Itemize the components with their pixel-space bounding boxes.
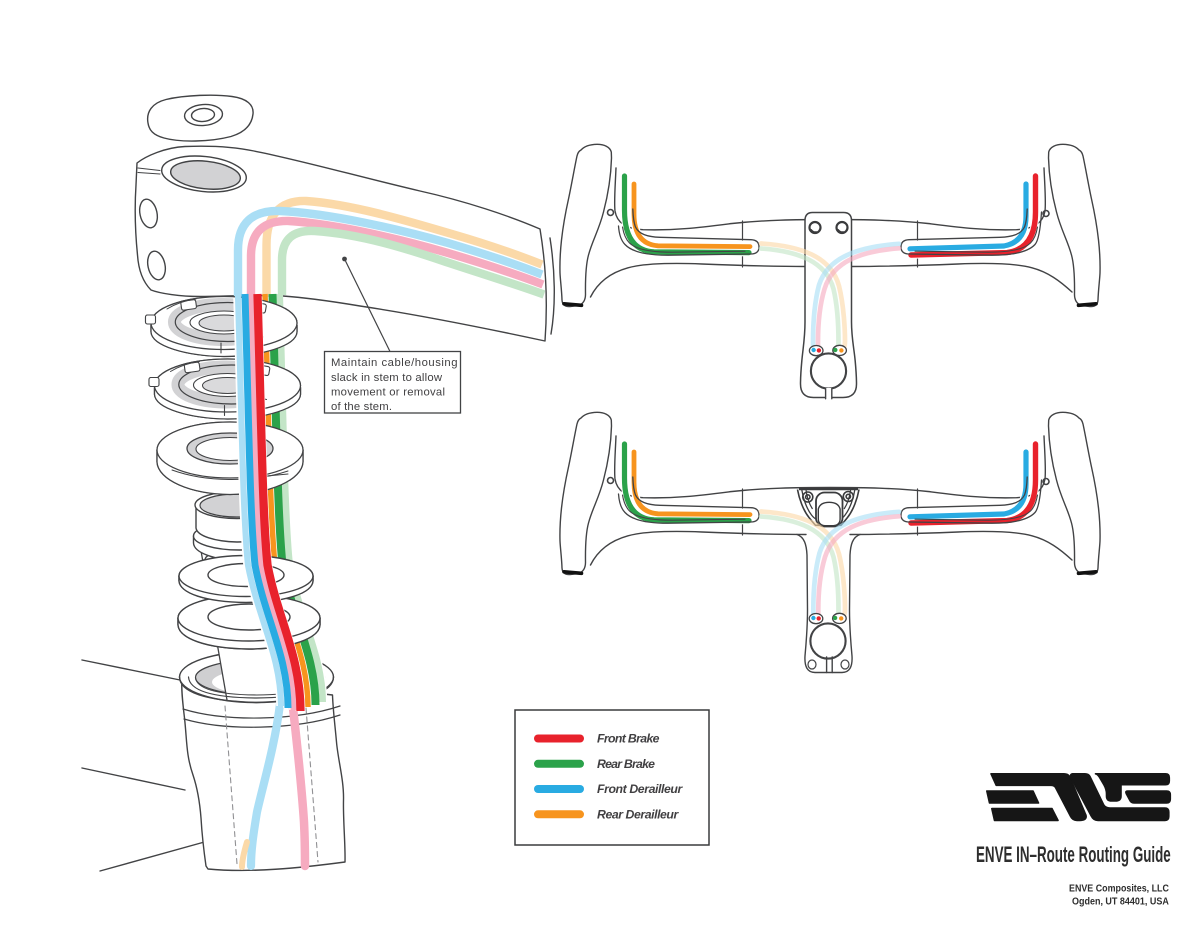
svg-text:Rear Derailleur: Rear Derailleur	[597, 807, 680, 821]
svg-text:movement or removal: movement or removal	[331, 387, 445, 399]
svg-text:ENVE IN–Route Routing Guide: ENVE IN–Route Routing Guide	[976, 841, 1171, 867]
svg-text:Maintain cable/housing: Maintain cable/housing	[331, 357, 458, 369]
svg-text:ENVE Composites, LLC: ENVE Composites, LLC	[1069, 883, 1169, 893]
svg-text:Ogden, UT 84401, USA: Ogden, UT 84401, USA	[1072, 895, 1169, 906]
svg-text:Rear Brake: Rear Brake	[597, 757, 655, 771]
svg-text:slack in stem to allow: slack in stem to allow	[331, 372, 443, 384]
svg-text:Front Brake: Front Brake	[597, 732, 660, 746]
svg-text:of the stem.: of the stem.	[331, 401, 392, 413]
svg-text:Front Derailleur: Front Derailleur	[597, 782, 684, 796]
